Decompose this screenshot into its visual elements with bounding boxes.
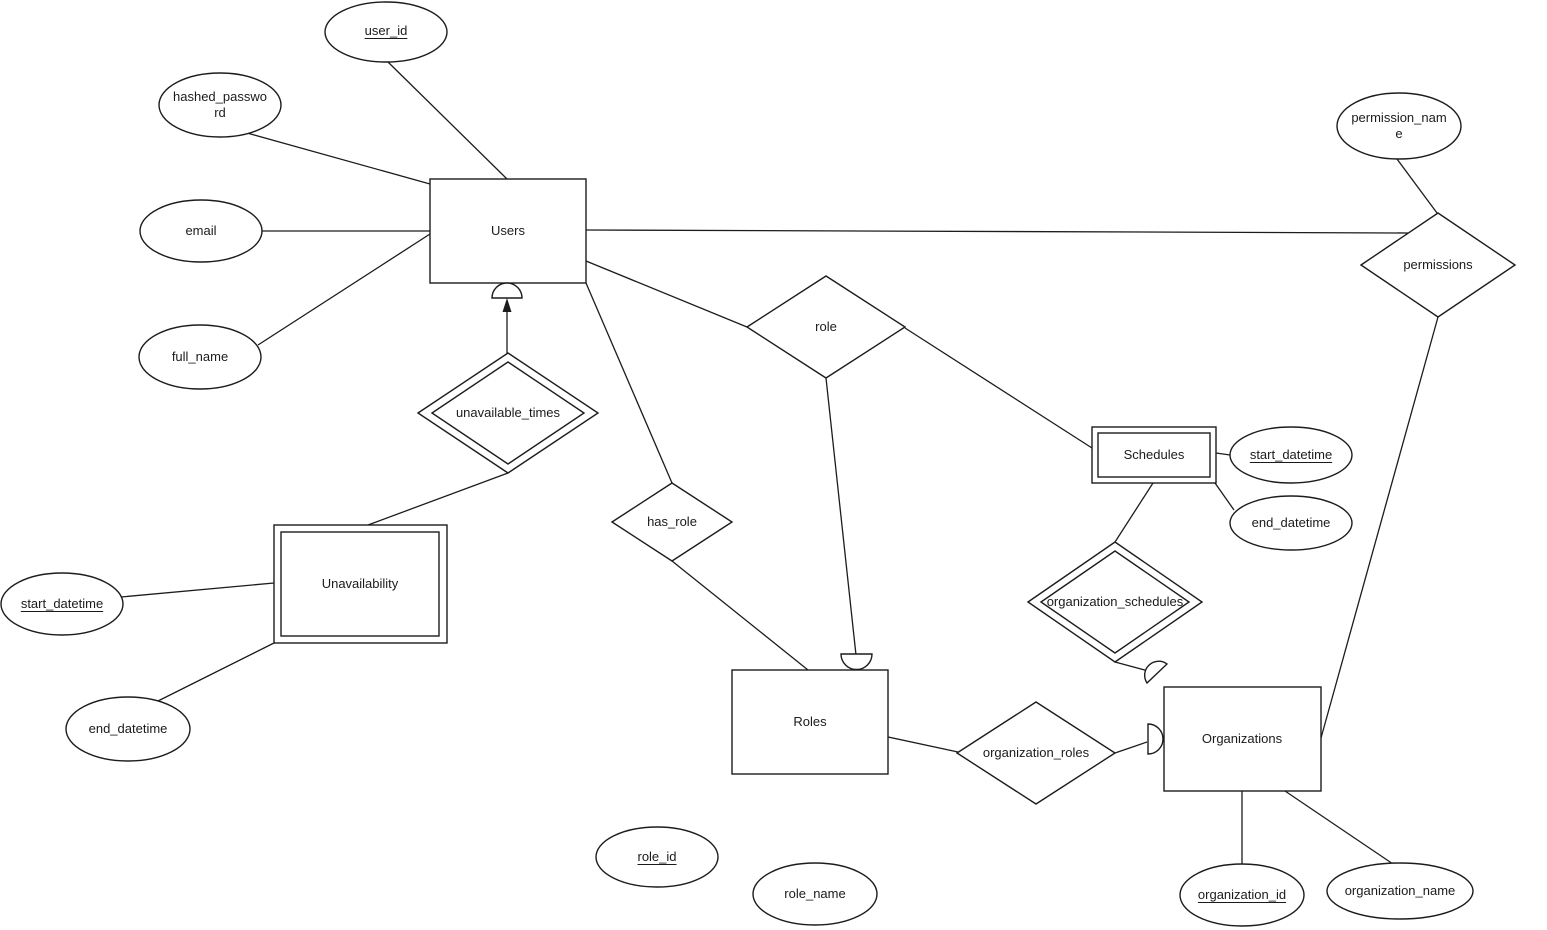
edge-schedules--organization-schedules [1114, 482, 1154, 543]
attribute-organization-name-shape [1326, 862, 1474, 920]
entity-unavailability-label: Unavailability [321, 576, 399, 591]
relationship-organization-roles-shape [955, 701, 1117, 805]
relationship-organization-schedules-inner-shape [1039, 550, 1191, 654]
relationship-organization-roles-label: organization_roles [982, 745, 1090, 760]
edge-users--has-role [585, 282, 673, 484]
attribute-hashed-password-label: hashed_password [173, 89, 267, 120]
edge-hashed-password--users [246, 132, 431, 185]
attribute-organization-id-shape [1179, 863, 1305, 927]
attribute-schedules-start-datetime-label: start_datetime [1249, 447, 1333, 462]
arrowhead-unavailable-times-to-users [502, 298, 512, 312]
relationship-has-role-label: has_role [647, 514, 697, 529]
attribute-unavailability-start-datetime-label: start_datetime [20, 596, 104, 611]
attribute-organization-name-label: organization_name [1344, 883, 1456, 898]
attribute-role-id-shape [595, 826, 719, 888]
attribute-schedules-start-datetime-shape [1229, 426, 1353, 484]
entity-users-shape [429, 178, 587, 284]
attribute-full-name-label: full_name [171, 349, 229, 364]
attribute-email-shape [139, 199, 263, 263]
connector-lines [120, 61, 1439, 865]
relationship-unavailable-times-label: unavailable_times [455, 405, 561, 420]
edge-user-id--users [387, 61, 508, 180]
edge-organization-roles--organizations [1114, 741, 1148, 754]
edge-has-role--roles [671, 560, 809, 671]
relationship-permissions-label: permissions [1403, 257, 1473, 272]
edge-end-datetime--unavailability [157, 642, 275, 702]
relationship-organization-schedules-label: organization_schedules [1046, 594, 1184, 609]
attribute-shapes [0, 1, 1474, 927]
participation-cup-users [491, 282, 523, 299]
edge-unavailable-times--unavailability [367, 472, 509, 526]
edge-permissions--organizations [1320, 316, 1439, 739]
entity-organizations-shape [1163, 686, 1322, 792]
entity-users-label: Users [491, 223, 525, 238]
attribute-permission-name-label: permission_name [1351, 110, 1447, 141]
edge-permission-name--permissions [1396, 158, 1438, 214]
attribute-user-id-label: user_id [364, 23, 408, 38]
participation-markers [491, 282, 1169, 755]
attribute-schedules-end-datetime-shape [1229, 495, 1353, 551]
entity-schedules-inner-shape [1097, 432, 1211, 478]
attribute-role-id-label: role_id [637, 849, 677, 864]
participation-cup-roles [840, 653, 873, 671]
relationship-unavailable-times-inner-shape [430, 361, 586, 465]
edge-start-datetime--unavailability [120, 582, 275, 598]
entity-unavailability-inner-shape [280, 531, 440, 637]
attribute-role-name-label: role_name [784, 886, 846, 901]
edge-organizations--organization-name [1284, 790, 1394, 865]
attribute-full-name-shape [138, 324, 262, 390]
edge-users--permissions [585, 229, 1409, 234]
attribute-user-id-shape [324, 1, 448, 63]
edge-roles--organization-roles [887, 736, 959, 753]
attribute-permission-name-shape [1336, 92, 1462, 160]
edge-full-name--users [257, 233, 431, 346]
entity-roles-shape [731, 669, 889, 775]
edge-users--role [585, 260, 748, 328]
participation-cup-organizations-corner [1143, 660, 1169, 685]
entity-shapes [273, 178, 1322, 792]
entity-organizations-label: Organizations [1201, 731, 1283, 746]
attribute-unavailability-end-datetime-shape [65, 696, 191, 762]
attribute-unavailability-start-datetime-shape [0, 572, 124, 636]
attribute-unavailability-end-datetime-label: end_datetime [88, 721, 168, 736]
entity-roles-label: Roles [793, 714, 827, 729]
relationship-has-role-shape [610, 482, 734, 562]
attribute-organization-id-label: organization_id [1197, 887, 1287, 902]
attribute-email-label: email [185, 223, 217, 238]
edge-role--roles [825, 377, 857, 656]
relationship-shapes [416, 212, 1517, 805]
relationship-permissions-shape [1359, 212, 1517, 318]
attribute-role-name-shape [752, 862, 878, 926]
relationship-role-label: role [815, 319, 837, 334]
relationship-role-shape [745, 275, 907, 379]
attribute-hashed-password-shape [158, 72, 282, 138]
edge-schedules--start-datetime [1215, 452, 1231, 456]
attribute-schedules-end-datetime-label: end_datetime [1251, 515, 1331, 530]
edge-schedules--end-datetime [1214, 482, 1235, 511]
edge-role--schedules [904, 327, 1093, 449]
participation-cup-organizations-left [1147, 723, 1164, 755]
entity-schedules-label: Schedules [1123, 447, 1185, 462]
